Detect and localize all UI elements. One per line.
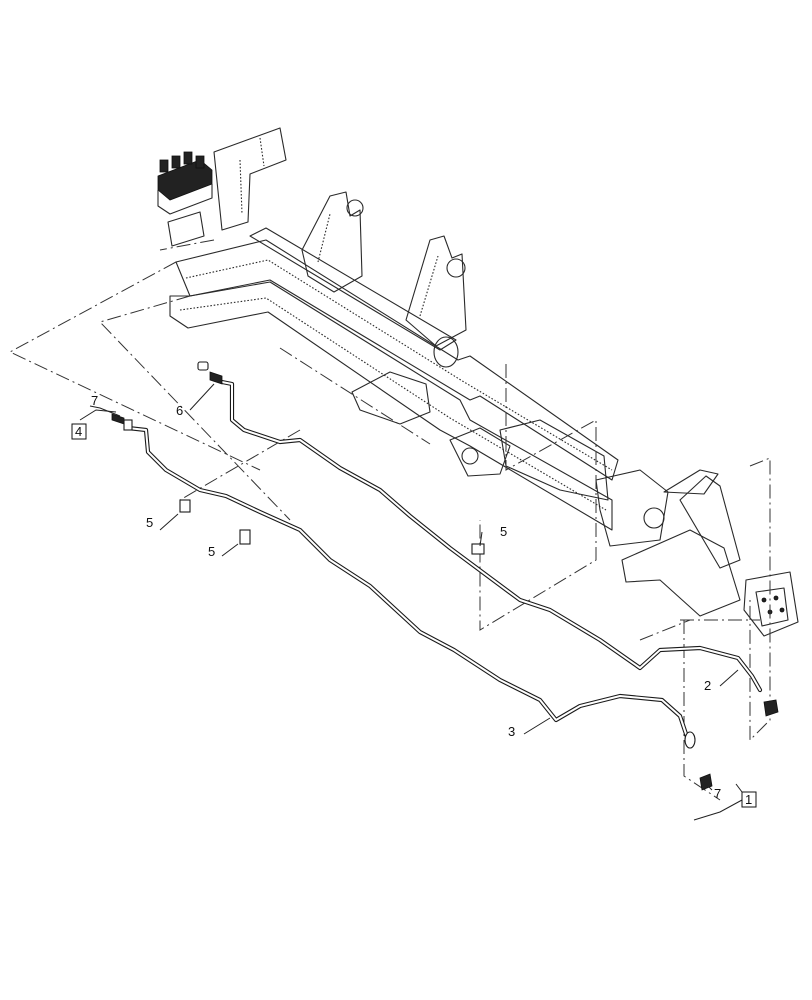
callout-5b: 5	[208, 544, 215, 559]
svg-text:3: 3	[508, 724, 515, 739]
svg-text:5: 5	[208, 544, 215, 559]
callout-1: 1	[741, 791, 757, 808]
leader-lines	[79, 383, 749, 821]
hydraulic-valve-block	[157, 151, 213, 247]
tube-clip-5c	[471, 543, 485, 555]
hose-fitting-right-lower	[684, 731, 713, 791]
hose-fitting-7a	[111, 413, 133, 431]
callout-7a: 7	[91, 393, 98, 408]
svg-text:6: 6	[176, 403, 183, 418]
callout-5a: 5	[146, 515, 153, 530]
svg-text:1: 1	[745, 792, 752, 807]
svg-text:5: 5	[146, 515, 153, 530]
hose-fitting-right-upper	[763, 699, 779, 717]
svg-text:7: 7	[91, 393, 98, 408]
callout-4: 4	[71, 423, 87, 440]
callout-3: 3	[508, 724, 515, 739]
callout-6: 6	[176, 403, 183, 418]
svg-text:7: 7	[714, 786, 721, 801]
hose-fitting-6	[197, 361, 223, 385]
axle-frame-drawing	[157, 127, 799, 637]
callout-5c: 5	[500, 524, 507, 539]
svg-text:2: 2	[704, 678, 711, 693]
tube-clip-5b	[239, 529, 251, 545]
svg-text:5: 5	[500, 524, 507, 539]
hydraulic-tube-3	[125, 425, 691, 743]
callout-7b: 7	[714, 786, 721, 801]
tube-clip-5a	[179, 499, 191, 513]
hydraulic-tube-2	[219, 379, 763, 693]
callout-2: 2	[704, 678, 711, 693]
reference-lines	[8, 239, 771, 801]
svg-text:4: 4	[75, 424, 82, 439]
